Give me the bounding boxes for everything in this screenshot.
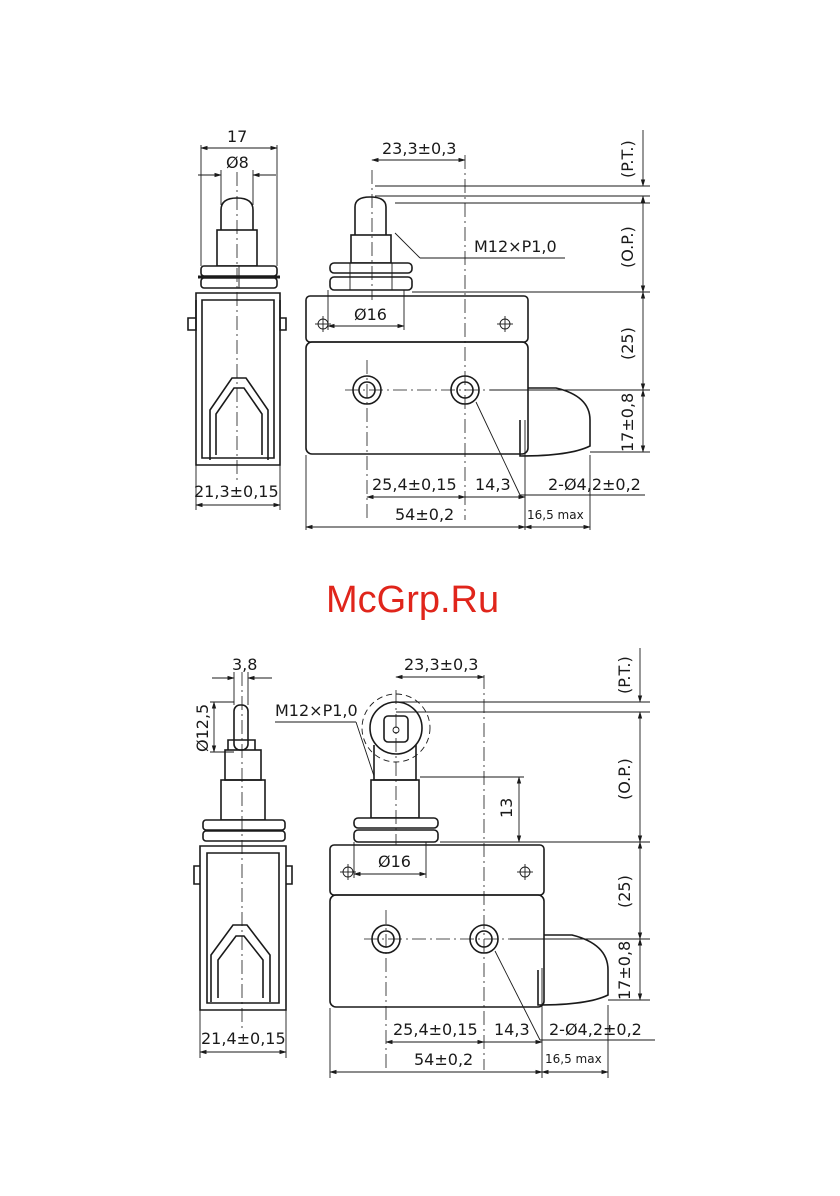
- top-mount-spacing-label: 25,4±0,15: [372, 475, 457, 494]
- mount-hole-marker: [315, 316, 513, 332]
- top-overall-length-label: 54±0,2: [395, 505, 454, 524]
- top-side-body-width-label: 21,3±0,15: [194, 482, 279, 501]
- bottom-front-view: 23,3±0,3 M12×P1,0 13 Ø16 25,4±0,15 14,3: [275, 648, 655, 1078]
- bottom-max-overhang-label: 16,5 max: [545, 1052, 602, 1066]
- top-nut-dia-label: Ø16: [354, 305, 387, 324]
- bottom-holes-label: 2-Ø4,2±0,2: [549, 1020, 642, 1039]
- top-side-plunger-dia-label: Ø8: [226, 153, 249, 172]
- bottom-pt-label: (P.T.): [615, 656, 634, 694]
- top-pt-label: (P.T.): [618, 140, 637, 178]
- top-max-overhang-label: 16,5 max: [527, 508, 584, 522]
- bottom-mount-spacing-label: 25,4±0,15: [393, 1020, 478, 1039]
- top-hole-height-label: 17±0,8: [618, 393, 637, 452]
- bottom-thread-label: M12×P1,0: [275, 701, 358, 720]
- watermark: McGrp.Ru: [326, 579, 499, 621]
- bottom-roller-width-label: 3,8: [232, 655, 257, 674]
- top-front-view: 23,3±0,3 M12×P1,0 Ø16 25,4±0,15 14,3 54±…: [306, 130, 650, 530]
- bottom-overall-length-label: 54±0,2: [414, 1050, 473, 1069]
- mount-hole-marker-bottom: [340, 864, 533, 880]
- top-height-label: (25): [618, 327, 637, 360]
- top-drawing: 17 Ø8 21,3±0,15: [188, 127, 650, 530]
- top-hole-offset-label: 14,3: [475, 475, 511, 494]
- top-plunger-offset-label: 23,3±0,3: [382, 139, 456, 158]
- top-holes-label: 2-Ø4,2±0,2: [548, 475, 641, 494]
- bottom-hole-height-label: 17±0,8: [615, 941, 634, 1000]
- bottom-nut-dia-label: Ø16: [378, 852, 411, 871]
- top-side-width-label: 17: [227, 127, 247, 146]
- top-op-label: (O.P.): [618, 226, 637, 268]
- bottom-plunger-offset-label: 23,3±0,3: [404, 655, 478, 674]
- bottom-hole-offset-label: 14,3: [494, 1020, 530, 1039]
- top-side-view: 17 Ø8 21,3±0,15: [188, 127, 286, 510]
- bottom-drawing: 3,8 Ø12,5 21,4±0,15: [193, 648, 655, 1078]
- bottom-thread-length-label: 13: [497, 798, 516, 818]
- bottom-height-label: (25): [615, 875, 634, 908]
- bottom-side-body-width-label: 21,4±0,15: [201, 1029, 286, 1048]
- bottom-op-label: (O.P.): [615, 758, 634, 800]
- bottom-roller-dia-label: Ø12,5: [193, 704, 212, 752]
- top-thread-label: M12×P1,0: [474, 237, 557, 256]
